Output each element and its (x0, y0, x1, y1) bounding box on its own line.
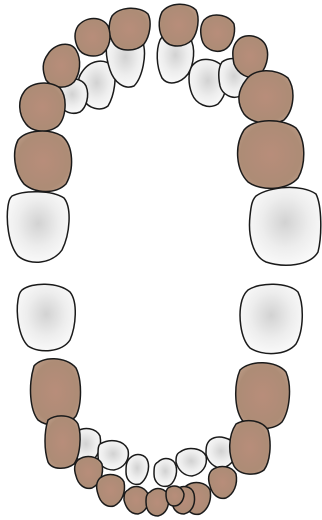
u-l-central (159, 4, 198, 46)
l-r-perm-3 (126, 455, 149, 485)
l-l-perm-3 (154, 459, 177, 487)
u-l-molar2 (250, 187, 321, 265)
l-l-canine (209, 467, 237, 499)
l-r-molar2 (17, 284, 75, 351)
l-r-premolar (45, 416, 80, 468)
l-l-premolar (230, 421, 270, 474)
u-r-premolar1 (20, 83, 65, 131)
l-l-molar2 (240, 284, 302, 353)
l-l-incisor-a (166, 486, 184, 506)
u-r-central (109, 8, 150, 50)
l-r-central (124, 487, 149, 514)
u-r-premolar2 (15, 131, 72, 191)
u-r-lateral (75, 19, 110, 57)
l-r-incisor-a (146, 489, 169, 516)
l-l-perm-2 (176, 449, 206, 476)
u-r-molar2 (7, 192, 69, 263)
l-l-molar1 (236, 363, 290, 429)
u-l-premolar1 (239, 71, 293, 124)
l-r-molar1 (31, 359, 81, 425)
u-l-premolar2 (238, 121, 304, 189)
l-r-lateral (97, 475, 125, 507)
u-r-canine (43, 44, 79, 87)
u-l-lateral (201, 15, 235, 51)
